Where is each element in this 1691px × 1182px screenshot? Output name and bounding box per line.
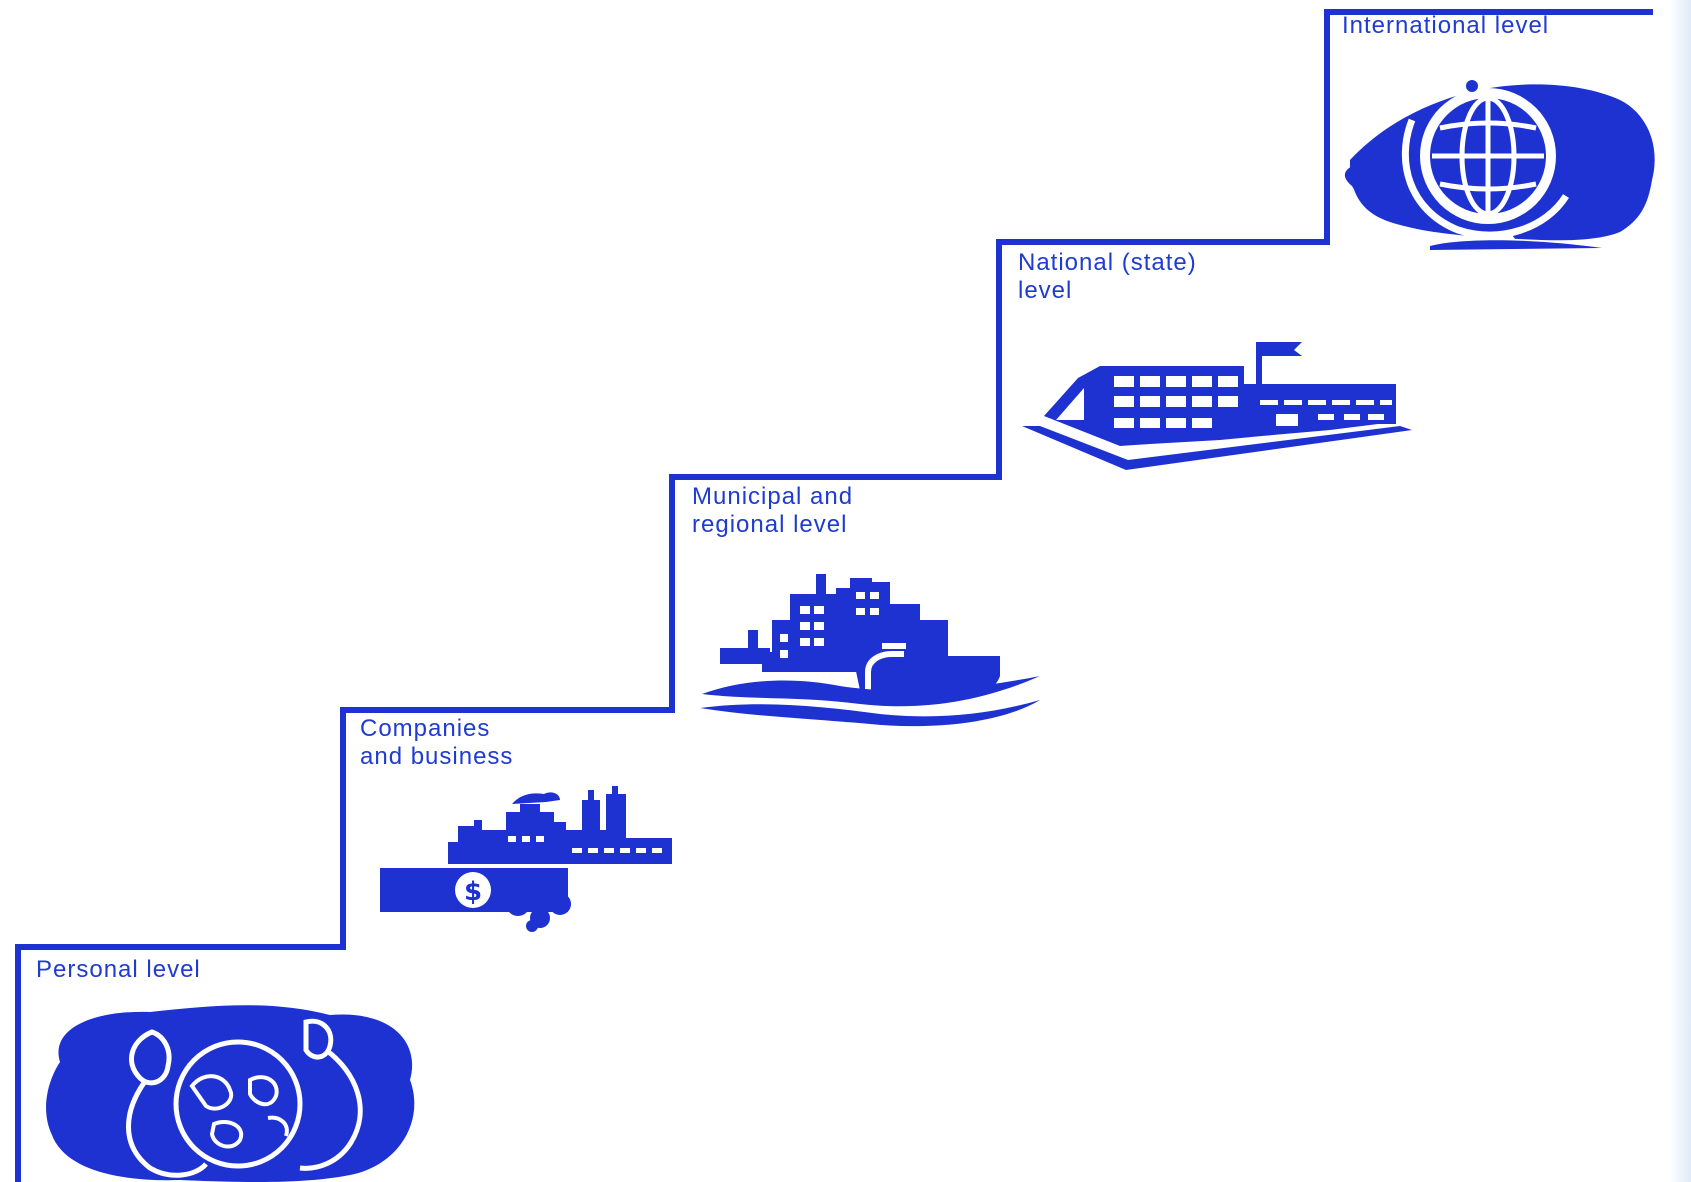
government-building-icon bbox=[1022, 342, 1412, 470]
factory-with-money-icon: $ bbox=[380, 786, 672, 932]
globe-icon bbox=[1345, 80, 1655, 250]
step-label-personal: Personal level bbox=[36, 956, 201, 984]
city-with-ship-icon bbox=[700, 574, 1040, 726]
step-label-municipal: Municipal and regional level bbox=[692, 483, 853, 539]
hands-holding-earth-icon bbox=[46, 1005, 414, 1182]
step-label-international: International level bbox=[1342, 12, 1549, 40]
svg-text:$: $ bbox=[464, 877, 482, 907]
right-edge-gradient bbox=[1669, 0, 1691, 1182]
step-label-national: National (state) level bbox=[1018, 249, 1197, 305]
step-label-companies: Companies and business bbox=[360, 715, 513, 771]
